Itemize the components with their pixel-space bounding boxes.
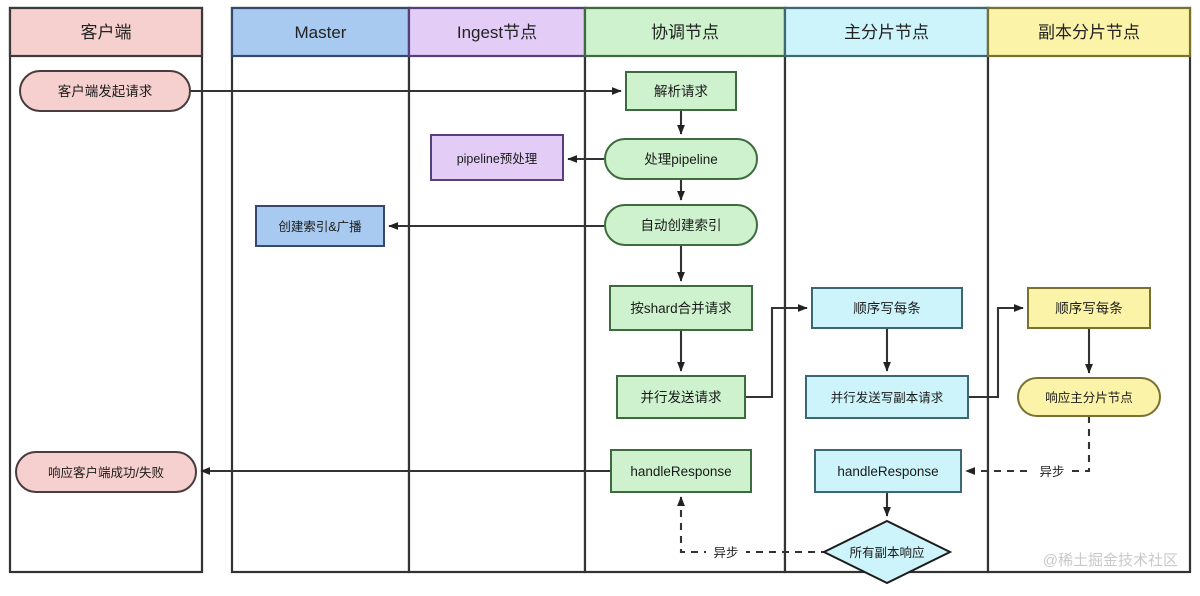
node-client-response-label: 响应客户端成功/失败	[48, 465, 164, 480]
node-primary-sequential-write[interactable]: 顺序写每条	[811, 287, 963, 329]
async-label-replica: 异步	[1032, 461, 1072, 481]
lane-title-ingest: Ingest节点	[457, 23, 537, 42]
node-parse-request[interactable]: 解析请求	[625, 71, 737, 111]
lane-ingest: Ingest节点	[407, 6, 587, 574]
node-auto-create-index[interactable]: 自动创建索引	[604, 204, 758, 246]
node-client-response[interactable]: 响应客户端成功/失败	[15, 451, 197, 493]
node-client-request-label: 客户端发起请求	[58, 83, 153, 99]
node-primary-send-replica-request-label: 并行发送写副本请求	[831, 390, 944, 405]
async-label-replica-text: 异步	[1039, 465, 1064, 479]
node-create-index-broadcast-label: 创建索引&广播	[278, 220, 362, 234]
node-merge-by-shard[interactable]: 按shard合并请求	[609, 285, 753, 331]
edge-async-primary-to-coord	[677, 496, 828, 554]
node-replica-sequential-write-label: 顺序写每条	[1055, 300, 1123, 316]
node-handle-pipeline[interactable]: 处理pipeline	[604, 138, 758, 180]
node-create-index-broadcast[interactable]: 创建索引&广播	[255, 205, 385, 247]
lane-title-master: Master	[295, 23, 347, 42]
node-pipeline-preprocess-label: pipeline预处理	[457, 152, 538, 166]
edge-async-replica-to-primary	[965, 416, 1091, 475]
lane-title-primary-shard: 主分片节点	[844, 23, 929, 42]
node-handle-pipeline-label: 处理pipeline	[644, 152, 718, 167]
lane-title-replica-shard: 副本分片节点	[1038, 23, 1140, 42]
node-coordinator-handle-response-label: handleResponse	[630, 464, 731, 479]
async-label-primary: 异步	[706, 542, 746, 562]
node-replica-sequential-write[interactable]: 顺序写每条	[1027, 287, 1151, 329]
node-pipeline-preprocess[interactable]: pipeline预处理	[430, 134, 564, 181]
lane-title-client: 客户端	[81, 23, 132, 42]
lane-header-coordinator	[583, 6, 787, 58]
async-edge-layer: primary handleResponse --> coordinator h…	[677, 416, 1091, 554]
node-primary-send-replica-request[interactable]: 并行发送写副本请求	[805, 375, 969, 419]
node-all-replica-responded[interactable]: 所有副本响应	[821, 519, 953, 585]
lane-header-replica-shard	[986, 6, 1192, 58]
lane-header-primary-shard	[783, 6, 990, 58]
node-parallel-send-request-label: 并行发送请求	[641, 390, 722, 405]
lane-header-client	[8, 6, 204, 58]
node-coordinator-handle-response[interactable]: handleResponse	[610, 449, 752, 493]
node-primary-sequential-write-label: 顺序写每条	[853, 300, 921, 316]
lane-title-coordinator: 协调节点	[651, 23, 719, 42]
node-client-request[interactable]: 客户端发起请求	[19, 70, 191, 112]
node-parallel-send-request[interactable]: 并行发送请求	[616, 375, 746, 419]
node-reply-primary-shard-label: 响应主分片节点	[1045, 390, 1133, 405]
node-auto-create-index-label: 自动创建索引	[641, 218, 722, 233]
watermark-text: @稀土掘金技术社区	[1043, 552, 1178, 569]
edge-layer	[190, 87, 1093, 517]
node-all-replica-responded-label: 所有副本响应	[849, 545, 924, 560]
node-primary-handle-response[interactable]: handleResponse	[814, 449, 962, 493]
node-merge-by-shard-label: 按shard合并请求	[630, 301, 732, 316]
edge-send-to-primary-write	[745, 304, 808, 399]
node-primary-handle-response-label: handleResponse	[837, 464, 938, 479]
async-label-primary-text: 异步	[713, 546, 738, 560]
edge-sendreplica-to-replicawrite	[968, 304, 1024, 399]
node-parse-request-label: 解析请求	[654, 84, 708, 99]
lane-master: Master	[230, 6, 411, 574]
node-reply-primary-shard[interactable]: 响应主分片节点	[1017, 377, 1161, 417]
